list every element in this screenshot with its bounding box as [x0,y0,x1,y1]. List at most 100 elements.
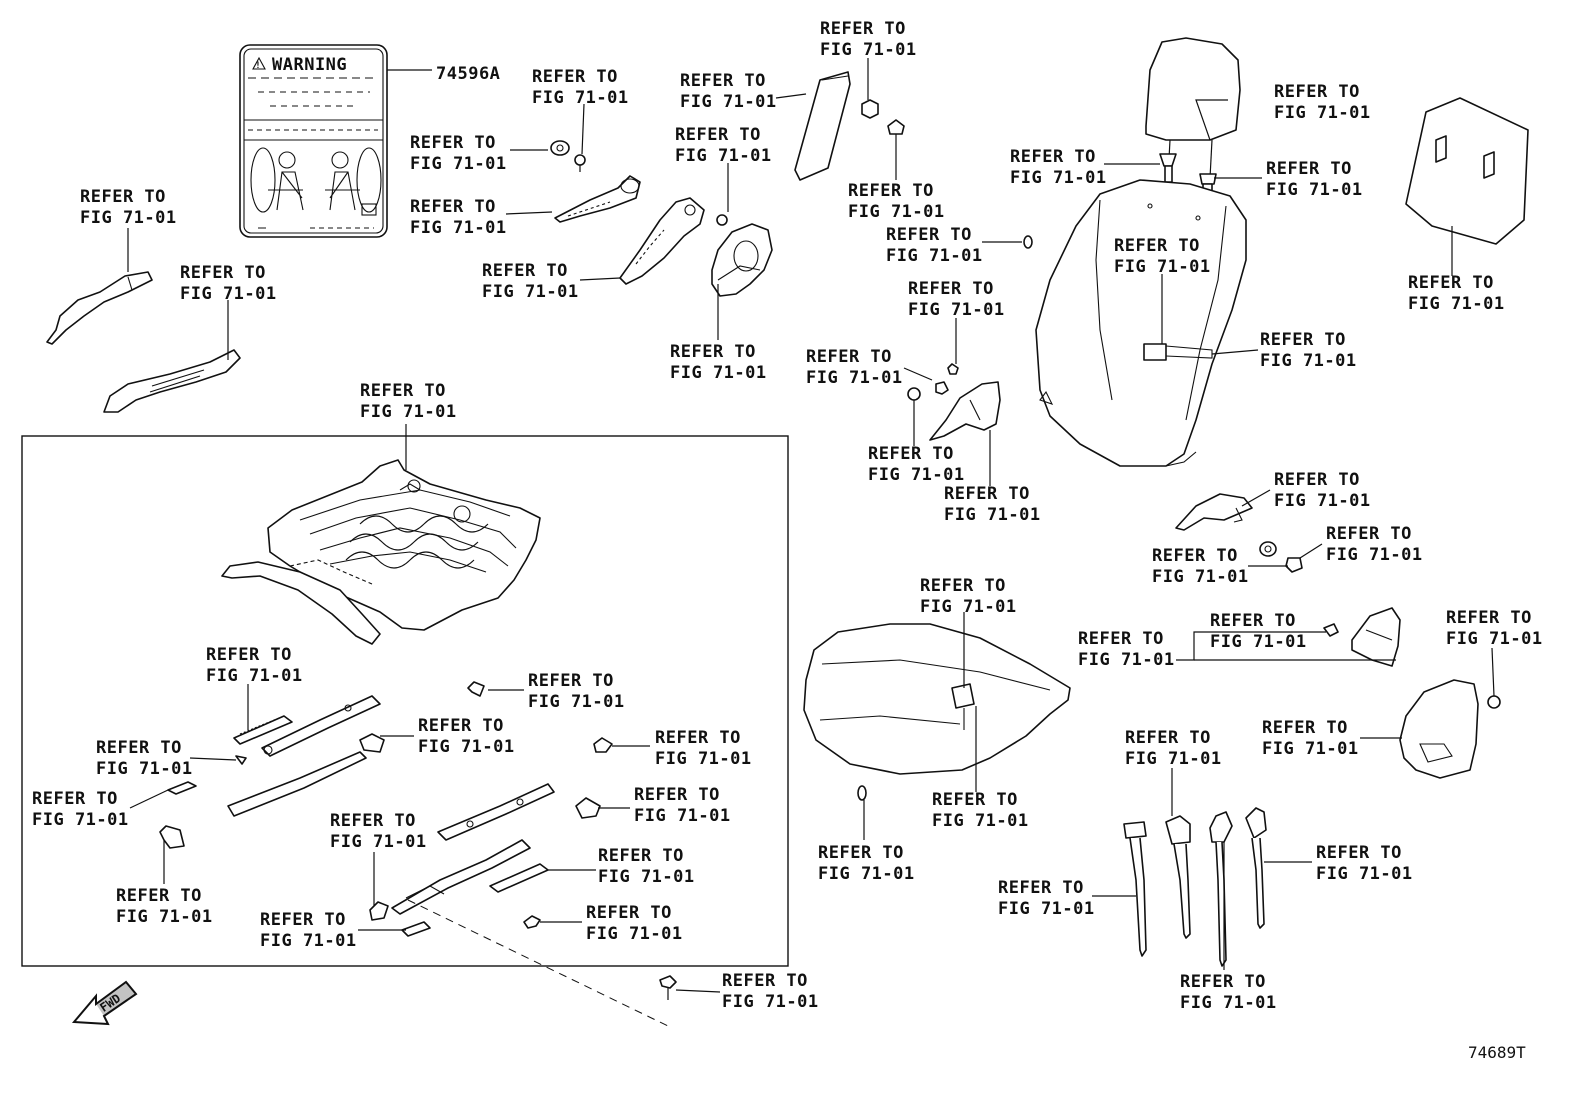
refer-callout-line1: REFER TO [260,910,346,930]
bolt-part-c [907,387,921,401]
refer-callout-line1: REFER TO [80,187,166,207]
refer-callout-line2: FIG 71-01 [32,810,129,830]
refer-callout-line1: REFER TO [598,846,684,866]
refer-callout-line2: FIG 71-01 [675,146,772,166]
occupant-left-icon [278,151,296,169]
refer-callout-line2: FIG 71-01 [1408,294,1505,314]
retainer-clip-b [593,737,613,753]
refer-callout-line2: FIG 71-01 [1274,103,1371,123]
refer-callout-line2: FIG 71-01 [1274,491,1371,511]
bolt-part-b [935,381,949,395]
part-number-74596A: 74596A [436,64,500,84]
refer-callout-line2: FIG 71-01 [722,992,819,1012]
refer-callout-line1: REFER TO [1326,524,1412,544]
refer-callout-line1: REFER TO [806,347,892,367]
refer-callout-line1: REFER TO [675,125,761,145]
figure-id: 74689T [1468,1043,1526,1062]
refer-callout-line2: FIG 71-01 [1326,545,1423,565]
refer-callout-line2: FIG 71-01 [1260,351,1357,371]
refer-callout-line1: REFER TO [818,843,904,863]
spacer-part [401,921,431,937]
refer-callout-line1: REFER TO [1316,843,1402,863]
refer-callout-line1: REFER TO [1180,972,1266,992]
refer-callout-line1: REFER TO [482,261,568,281]
assembly-dash-line [407,899,669,1027]
refer-callout-line2: FIG 71-01 [532,88,629,108]
refer-callout-line1: REFER TO [920,576,1006,596]
clip-part-b [235,755,247,765]
refer-callout-line2: FIG 71-01 [932,811,1029,831]
refer-callout-line1: REFER TO [206,645,292,665]
seatback-cover [1035,179,1247,467]
refer-callout-line1: REFER TO [1078,629,1164,649]
refer-callout-line1: REFER TO [1125,728,1211,748]
refer-callout-line1: REFER TO [586,903,672,923]
clamp-part-b [575,797,601,819]
refer-callout-line2: FIG 71-01 [680,92,777,112]
front-wire-rod [221,561,381,645]
washer-part [550,140,570,156]
refer-callout-line2: FIG 71-01 [908,300,1005,320]
refer-callout-line2: FIG 71-01 [806,368,903,388]
hook-bracket [1175,493,1253,531]
refer-callout-line1: REFER TO [1408,273,1494,293]
refer-callout-line1: REFER TO [410,197,496,217]
screw-part-c [1487,695,1501,709]
refer-callout-line2: FIG 71-01 [586,924,683,944]
refer-callout-line1: REFER TO [330,811,416,831]
refer-callout-line2: FIG 71-01 [1152,567,1249,587]
warning-label-text: WARNING [272,55,347,75]
refer-callout-line2: FIG 71-01 [410,154,507,174]
manual-book-icon [361,203,377,216]
refer-callout-line2: FIG 71-01 [1266,180,1363,200]
clip-part-c [523,915,541,929]
clip-part-a [1323,623,1339,637]
refer-callout-line1: REFER TO [634,785,720,805]
warning-triangle-icon [252,56,266,70]
refer-callout-line1: REFER TO [655,728,741,748]
retainer-clip-a [467,681,485,697]
side-rail-lower [103,349,241,413]
refer-callout-line2: FIG 71-01 [848,202,945,222]
recliner-cover-inner [619,197,705,285]
refer-callout-line1: REFER TO [848,181,934,201]
refer-callout-line1: REFER TO [96,738,182,758]
refer-callout-line2: FIG 71-01 [260,931,357,951]
refer-callout-line1: REFER TO [932,790,1018,810]
headrest-guide-left [1159,153,1177,183]
refer-callout-line1: REFER TO [820,19,906,39]
refer-callout-line1: REFER TO [998,878,1084,898]
refer-callout-line1: REFER TO [1114,236,1200,256]
cable-tie-4 [1245,807,1267,929]
hog-ring-part [857,785,867,801]
refer-callout-line1: REFER TO [360,381,446,401]
refer-callout-line1: REFER TO [410,133,496,153]
refer-callout-line2: FIG 71-01 [116,907,213,927]
refer-callout-line2: FIG 71-01 [1210,632,1307,652]
refer-callout-line2: FIG 71-01 [410,218,507,238]
